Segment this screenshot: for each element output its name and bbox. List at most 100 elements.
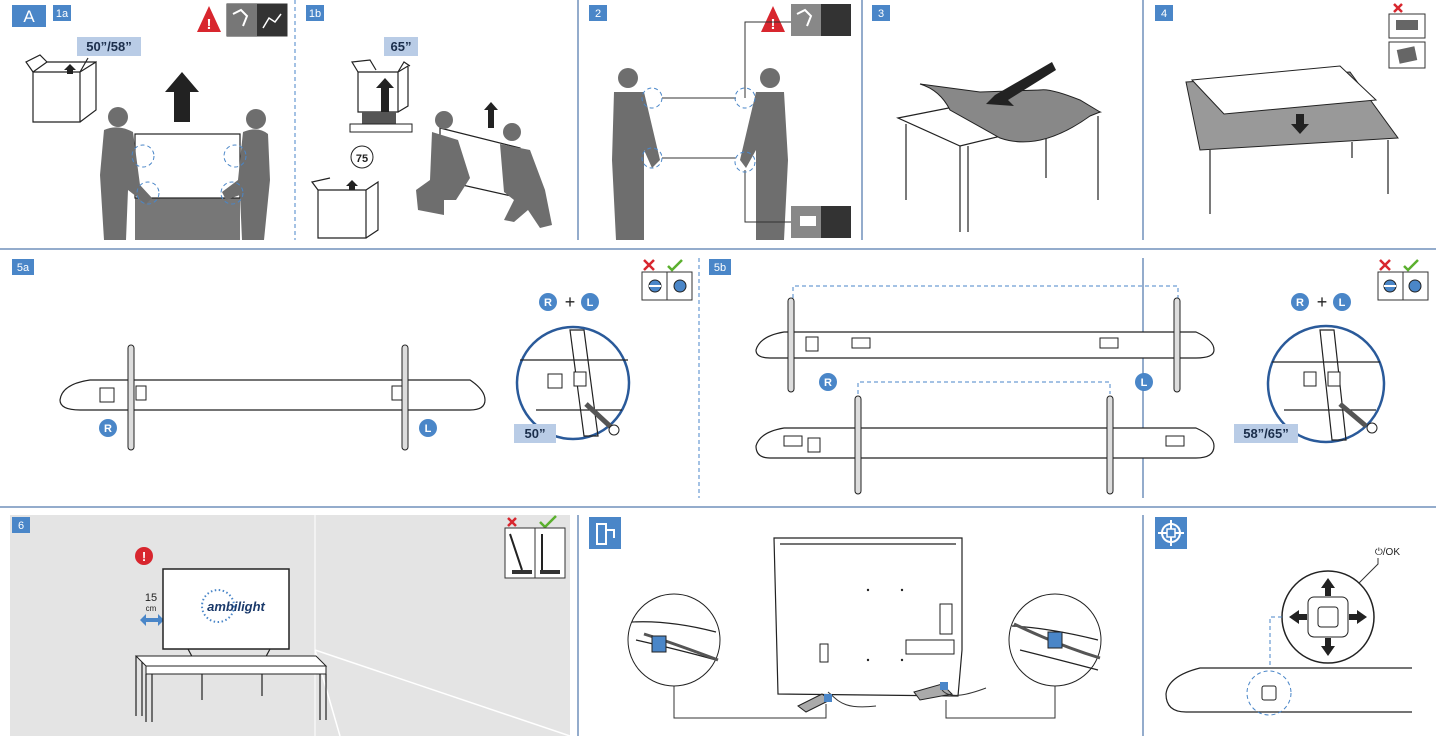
tv-face-down-on-table (1185, 65, 1399, 214)
grip-point (734, 87, 756, 109)
check-icon (667, 259, 683, 272)
size-label-5b: 58”/65” (1243, 426, 1289, 441)
panel-4: 4 (1155, 3, 1426, 214)
warning-icon: ! (197, 6, 221, 33)
cross-icon (643, 259, 655, 271)
detail-zoom (515, 325, 631, 441)
panel-5a: 5a R L R + L (12, 259, 693, 451)
foot-label-r (819, 373, 837, 391)
panel-1a: A 1a 50”/58” ! (12, 3, 288, 240)
step-label-1b: 1b (309, 8, 321, 20)
size-tag (1234, 424, 1298, 443)
arrow-up-icon (64, 64, 76, 74)
step-badge-5a (12, 259, 34, 275)
kneeling-people (416, 102, 552, 228)
section-title: A (23, 7, 35, 26)
step-label-2: 2 (595, 8, 601, 20)
arrow-up-icon (1321, 578, 1335, 596)
grip-point (220, 181, 244, 205)
size-label-5a: 50” (525, 426, 546, 441)
plus-sign: + (1317, 292, 1328, 312)
tv-bottom-wide-stand (755, 297, 1215, 393)
box-icon (310, 177, 379, 239)
tv-bottom-center-stand (755, 395, 1215, 495)
foot-label-r (1291, 293, 1309, 311)
grip-point (136, 181, 160, 205)
grip-point (734, 151, 756, 173)
panel-2: 2 ! (589, 4, 851, 240)
arrow-left-icon (1289, 610, 1307, 624)
step-badge-2 (589, 5, 607, 21)
panel-7 (589, 517, 1102, 719)
step-label-6: 6 (18, 520, 24, 532)
distance-arrow-icon (140, 614, 164, 626)
arrow-down-icon (1291, 114, 1309, 134)
alert-icon: ! (135, 547, 153, 565)
box-mark: 75 (356, 153, 368, 165)
panel-1b: 1b 65” 75 (306, 5, 552, 239)
screen-handling-icon (791, 206, 851, 238)
step-label-1a: 1a (56, 8, 69, 20)
wall-placement-box (504, 515, 566, 579)
check-icon (1403, 259, 1419, 272)
tv-panel (134, 133, 241, 199)
section-badge (12, 5, 46, 27)
arrow-right-icon (1349, 610, 1367, 624)
foot-label-r (99, 419, 117, 437)
arrow-up-icon (484, 102, 498, 128)
fragile-screen-icon (226, 3, 288, 37)
step-badge-3 (872, 5, 890, 21)
step-label-5b: 5b (714, 262, 726, 274)
person-right (740, 68, 788, 240)
clip-detail-left (627, 593, 721, 687)
table-with-cloth (896, 62, 1103, 232)
detail-zoom (1266, 324, 1386, 444)
foot-label-l (1333, 293, 1351, 311)
arrow-down-icon (1321, 638, 1335, 656)
box-lift-illustration (349, 59, 413, 133)
step-badge-4 (1155, 5, 1173, 21)
grip-point (641, 87, 663, 109)
person-right (222, 109, 270, 240)
foot-label-l-text: L (1141, 377, 1148, 389)
cross-icon (1379, 259, 1391, 271)
distance-value: 15 (145, 592, 157, 604)
foot-label-l (581, 293, 599, 311)
size-label-1b: 65” (391, 39, 412, 54)
cross-icon (1393, 3, 1403, 13)
ambilight-logo-icon (201, 589, 235, 623)
joystick-icon (1155, 517, 1187, 549)
foot-label-l-text: L (425, 423, 432, 435)
size-label-1a: 50”/58” (86, 39, 132, 54)
box-icon (25, 54, 97, 123)
svg-text:!: ! (142, 549, 146, 564)
foot-label-r-text: R (104, 423, 112, 435)
arrow-up-icon (165, 72, 199, 122)
person-left (100, 107, 152, 240)
foot-label-l-text: L (587, 297, 594, 309)
step-label-4: 4 (1161, 8, 1167, 20)
fragile-screen-icon (791, 4, 851, 36)
step-label-3: 3 (878, 8, 884, 20)
size-tag (514, 424, 556, 443)
distance-unit: cm (146, 604, 157, 613)
button-label: ⏻/OK (1375, 547, 1400, 558)
foot-label-l (419, 419, 437, 437)
tv-bottom-with-feet (59, 344, 486, 451)
tv-back (773, 537, 987, 713)
panel-5b: 5b R L (709, 259, 1429, 495)
foot-label-r-text: R (824, 377, 832, 389)
size-tag (77, 37, 141, 56)
step-badge-1a (53, 5, 71, 21)
person-left (612, 68, 660, 240)
foot-label-l (1135, 373, 1153, 391)
room-background (10, 515, 570, 736)
foot-label-r-text: R (544, 297, 552, 309)
panel-8: ⏻/OK (1155, 517, 1412, 716)
grip-point (641, 147, 663, 169)
foot-label-r-text: R (1296, 297, 1304, 309)
tv-bottom-edge (1165, 667, 1412, 716)
step-badge-6 (12, 517, 30, 533)
cable-clip-icon (589, 517, 621, 549)
